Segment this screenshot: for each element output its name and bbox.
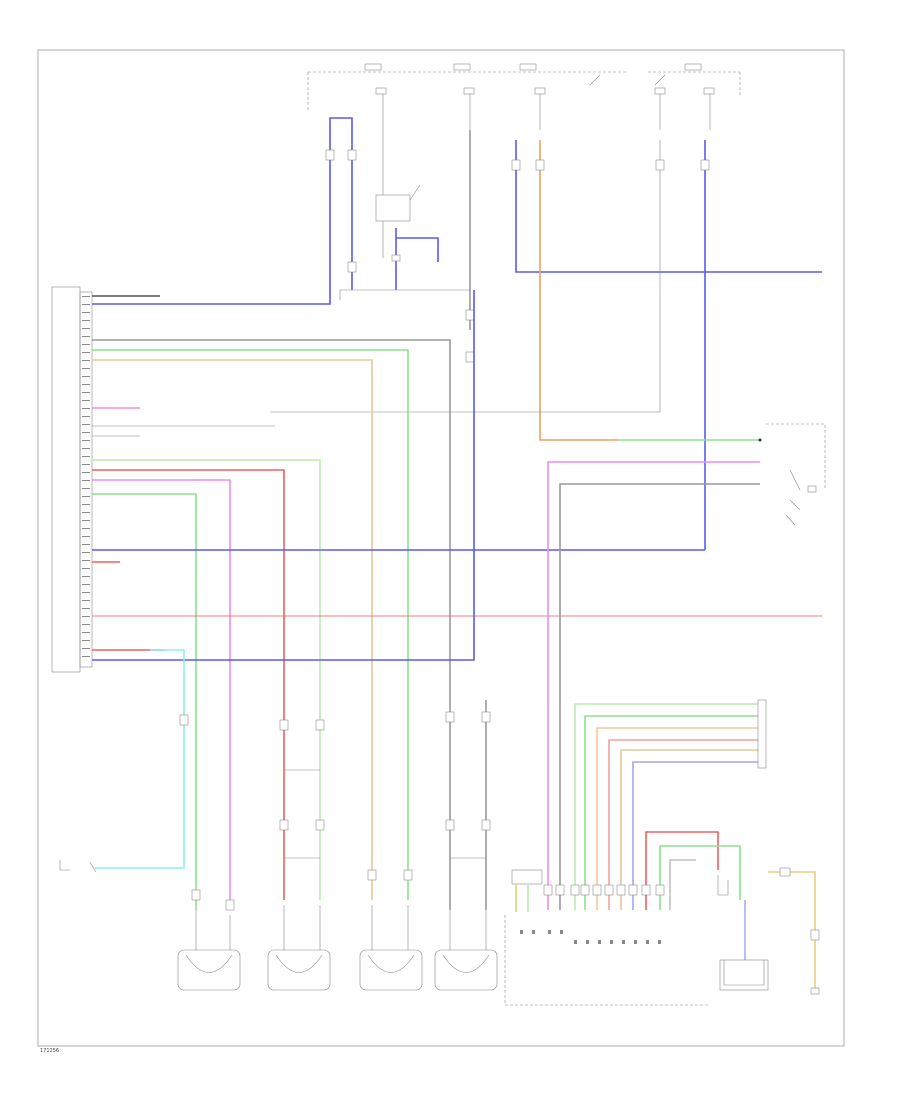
fuse-block-top: [307, 63, 741, 130]
brake-actuator-connector: [51, 286, 93, 673]
wheel-speed-sensor-4: [434, 910, 498, 991]
wheel-speed-sensor-1: [177, 910, 241, 991]
wire-tan: [92, 359, 373, 900]
wire-orange: [539, 140, 618, 441]
wire-green-d: [92, 493, 197, 910]
wire-cyan: [95, 649, 185, 869]
wire-pink-c: [92, 479, 231, 910]
wire-gray-center: [92, 130, 471, 910]
wire-blue-right-long: [515, 140, 822, 273]
ground-symbol-left: [59, 860, 97, 873]
transmission-connector: [574, 699, 767, 910]
footer-code: 171256: [40, 1048, 59, 1054]
relay-switch: [375, 130, 439, 290]
wheel-speed-sensor-2: [267, 905, 331, 991]
wire-light-green-b: [92, 459, 321, 900]
wheel-speed-sensor-3: [359, 905, 423, 991]
wire-blue-bottom: [92, 290, 475, 661]
steering-sensor: [717, 867, 820, 995]
wire-red: [92, 469, 285, 900]
wire-green-a: [92, 349, 409, 900]
diagram-frame: [37, 49, 845, 1047]
ecu-connector: [504, 831, 741, 1006]
sensor-top-right: [766, 423, 826, 526]
wire-blue-top-loop: [92, 117, 353, 305]
